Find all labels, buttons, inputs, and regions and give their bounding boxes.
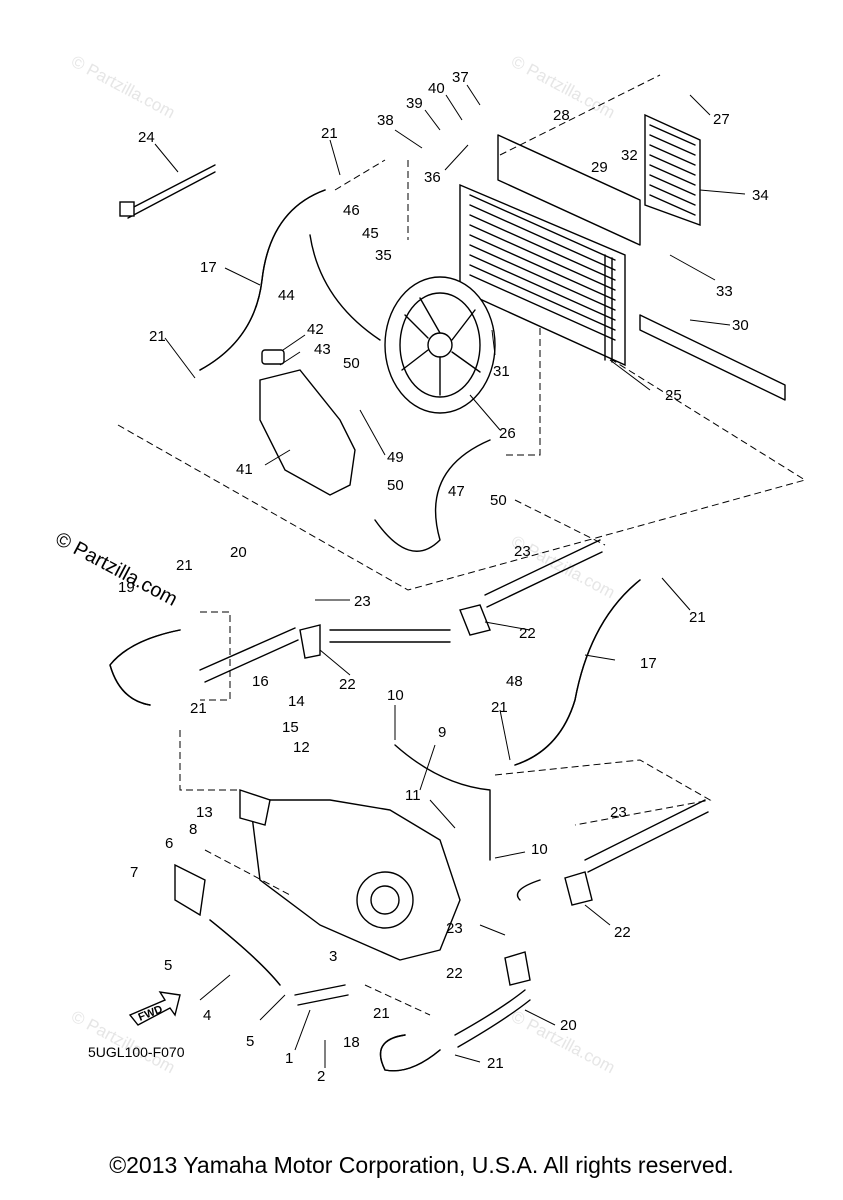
callout-48: 48 bbox=[506, 673, 523, 690]
callout-17: 17 bbox=[640, 655, 657, 672]
callout-4: 4 bbox=[203, 1007, 211, 1024]
callout-30: 30 bbox=[732, 317, 749, 334]
callout-10: 10 bbox=[531, 841, 548, 858]
callout-7: 7 bbox=[130, 864, 138, 881]
engine bbox=[249, 799, 461, 961]
callout-47: 47 bbox=[448, 483, 465, 500]
misc-parts bbox=[119, 164, 593, 986]
callout-10: 10 bbox=[387, 687, 404, 704]
callout-20: 20 bbox=[230, 544, 247, 561]
callout-13: 13 bbox=[196, 804, 213, 821]
callout-23: 23 bbox=[514, 543, 531, 560]
callout-38: 38 bbox=[377, 112, 394, 129]
callout-3: 3 bbox=[329, 948, 337, 965]
callout-37: 37 bbox=[452, 69, 469, 86]
callout-41: 41 bbox=[236, 461, 253, 478]
callout-21: 21 bbox=[176, 557, 193, 574]
faint-watermark: © Partzilla.com bbox=[68, 1007, 178, 1078]
callout-22: 22 bbox=[614, 924, 631, 941]
callout-36: 36 bbox=[424, 169, 441, 186]
callout-27: 27 bbox=[713, 111, 730, 128]
callout-23: 23 bbox=[354, 593, 371, 610]
callout-19: 19 bbox=[118, 579, 135, 596]
callout-49: 49 bbox=[387, 449, 404, 466]
callout-22: 22 bbox=[339, 676, 356, 693]
callout-21: 21 bbox=[149, 328, 166, 345]
callout-8: 8 bbox=[189, 821, 197, 838]
callout-21: 21 bbox=[689, 609, 706, 626]
callout-23: 23 bbox=[610, 804, 627, 821]
copyright-notice: ©2013 Yamaha Motor Corporation, U.S.A. A… bbox=[109, 1152, 734, 1178]
callout-17: 17 bbox=[200, 259, 217, 276]
callout-33: 33 bbox=[716, 283, 733, 300]
callout-44: 44 bbox=[278, 287, 295, 304]
callout-18: 18 bbox=[343, 1034, 360, 1051]
coolant-hoses bbox=[109, 189, 709, 1072]
callout-9: 9 bbox=[438, 724, 446, 741]
reservoir-tank bbox=[259, 349, 356, 496]
assembly-outlines bbox=[117, 74, 807, 1016]
diagram-code: 5UGL100-F070 bbox=[88, 1044, 185, 1060]
callout-32: 32 bbox=[621, 147, 638, 164]
callout-21: 21 bbox=[487, 1055, 504, 1072]
callout-43: 43 bbox=[314, 341, 331, 358]
callout-14: 14 bbox=[288, 693, 305, 710]
callout-5: 5 bbox=[246, 1033, 254, 1050]
callout-26: 26 bbox=[499, 425, 516, 442]
callout-31: 31 bbox=[493, 363, 510, 380]
callout-40: 40 bbox=[428, 80, 445, 97]
faint-watermark: © Partzilla.com bbox=[68, 52, 178, 123]
callout-34: 34 bbox=[752, 187, 769, 204]
callout-23: 23 bbox=[446, 920, 463, 937]
callout-12: 12 bbox=[293, 739, 310, 756]
callout-29: 29 bbox=[591, 159, 608, 176]
callout-21: 21 bbox=[491, 699, 508, 716]
callout-50: 50 bbox=[343, 355, 360, 372]
callout-50: 50 bbox=[387, 477, 404, 494]
callout-42: 42 bbox=[307, 321, 324, 338]
cooling-fan bbox=[384, 276, 496, 414]
callout-6: 6 bbox=[165, 835, 173, 852]
callout-labels: 24 21 46 45 17 44 21 42 43 50 41 49 50 4… bbox=[118, 69, 769, 1085]
radiator bbox=[459, 134, 786, 401]
callout-16: 16 bbox=[252, 673, 269, 690]
callout-22: 22 bbox=[519, 625, 536, 642]
callout-28: 28 bbox=[553, 107, 570, 124]
leader-lines bbox=[154, 84, 746, 1068]
callout-21: 21 bbox=[321, 125, 338, 142]
oil-cooler bbox=[644, 113, 701, 226]
callout-25: 25 bbox=[665, 387, 682, 404]
callout-24: 24 bbox=[138, 129, 155, 146]
callout-50: 50 bbox=[490, 492, 507, 509]
callout-11: 11 bbox=[405, 787, 421, 804]
callout-21: 21 bbox=[190, 700, 207, 717]
callout-2: 2 bbox=[317, 1068, 325, 1085]
callout-46: 46 bbox=[343, 202, 360, 219]
callout-39: 39 bbox=[406, 95, 423, 112]
callout-1: 1 bbox=[285, 1050, 293, 1067]
fwd-label: FWD bbox=[137, 1003, 165, 1024]
callout-45: 45 bbox=[362, 225, 379, 242]
callout-5: 5 bbox=[164, 957, 172, 974]
fwd-arrow-icon: FWD bbox=[128, 991, 181, 1026]
callout-35: 35 bbox=[375, 247, 392, 264]
callout-20: 20 bbox=[560, 1017, 577, 1034]
callout-21: 21 bbox=[373, 1005, 390, 1022]
callout-15: 15 bbox=[282, 719, 299, 736]
callout-22: 22 bbox=[446, 965, 463, 982]
